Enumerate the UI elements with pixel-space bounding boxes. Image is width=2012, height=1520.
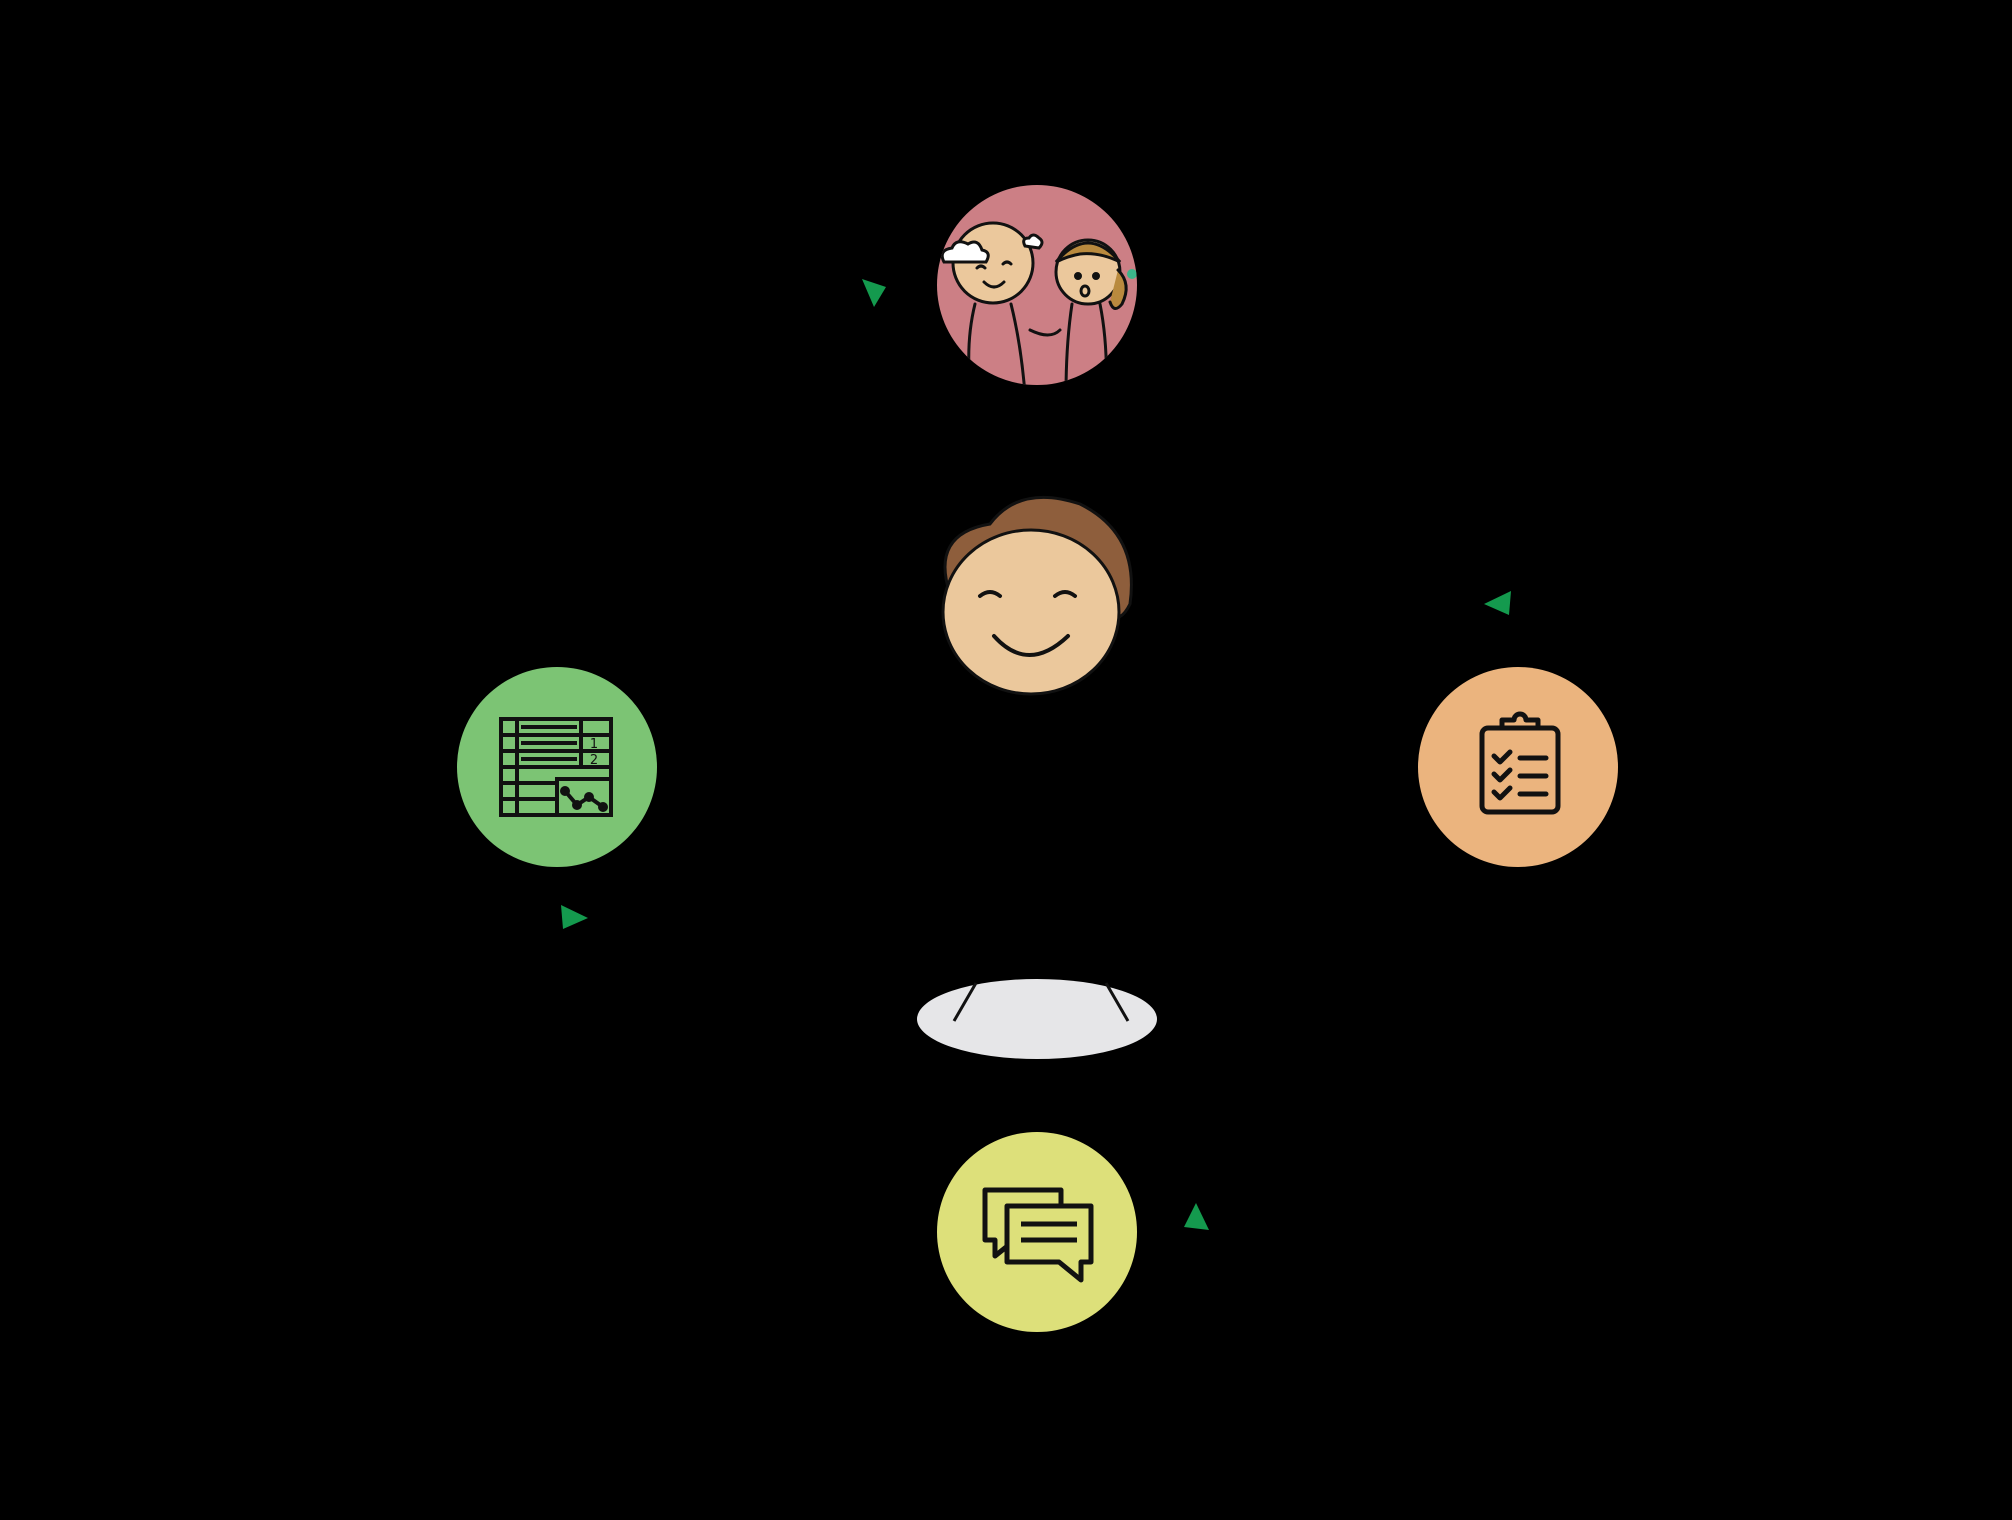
- cycle-arrows: [561, 279, 1511, 1230]
- arrowhead-right: [1484, 591, 1511, 615]
- table-top: [917, 979, 1157, 1059]
- clipboard-checklist-icon: [1479, 711, 1561, 815]
- discuss-node: [937, 1132, 1137, 1332]
- spreadsheet-chart-icon: [499, 717, 613, 817]
- arrowhead-top-left: [862, 279, 886, 307]
- arrowhead-bottom-right: [1184, 1203, 1209, 1230]
- plan-circle: [1418, 667, 1618, 867]
- family-node: [937, 185, 1137, 385]
- person-face: [941, 528, 1121, 696]
- data-node: 1 2: [457, 667, 657, 867]
- chat-bubbles-icon: [982, 1187, 1094, 1283]
- plan-node: [1418, 667, 1618, 867]
- cell-label-2: 2: [590, 753, 598, 768]
- arrowhead-left: [561, 905, 588, 929]
- person-center: [941, 495, 1133, 696]
- cell-label-1: 1: [590, 737, 598, 752]
- table: [917, 979, 1157, 1059]
- elder-and-child-icon: [940, 221, 1137, 385]
